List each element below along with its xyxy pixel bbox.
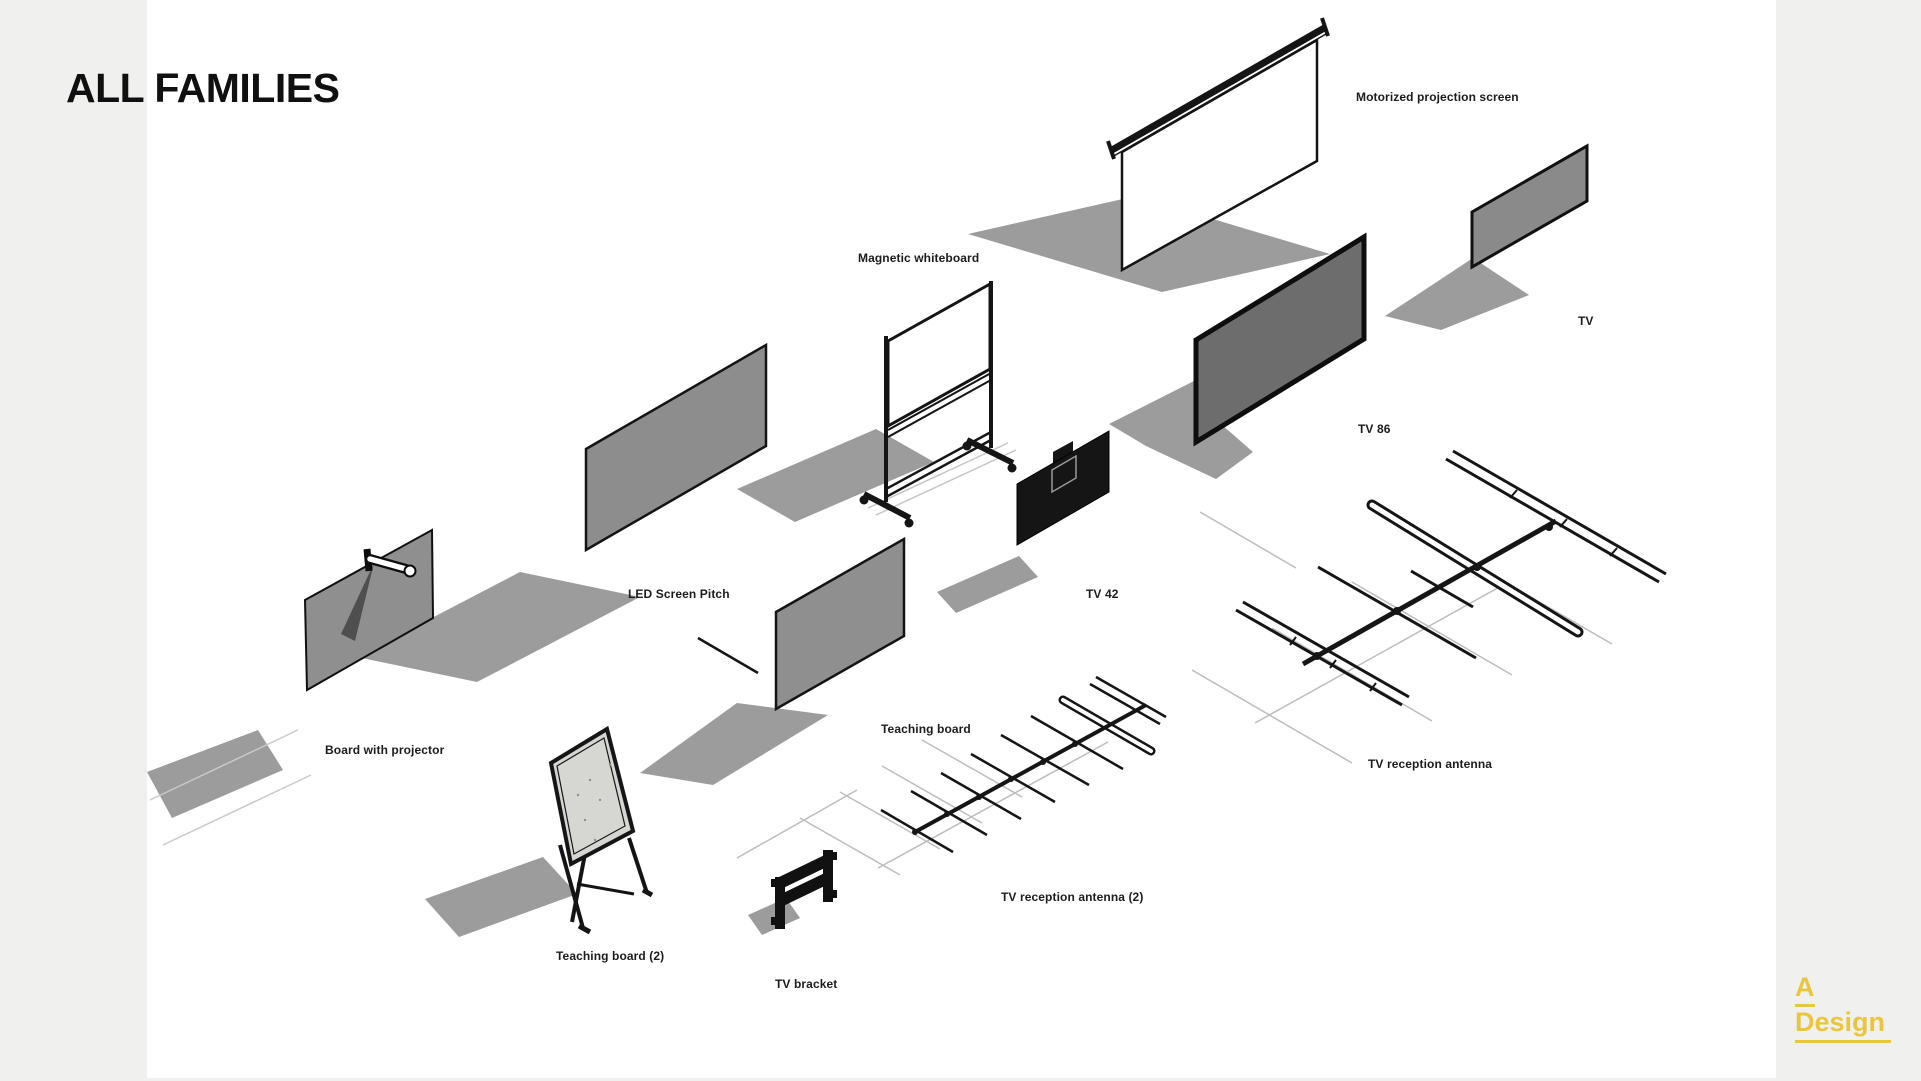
family-tv-reception-antenna-2 — [697, 636, 1167, 876]
family-label-board-with-projector: Board with projector — [325, 743, 445, 757]
family-label-tv: TV — [1578, 314, 1594, 328]
family-magnetic-whiteboard — [737, 281, 1017, 528]
family-label-tv-bracket: TV bracket — [775, 977, 838, 991]
a-design-logo[interactable]: A Design — [1795, 972, 1892, 1043]
family-tv-bracket — [748, 850, 837, 935]
family-tv-42 — [937, 430, 1110, 613]
a-design-logo-line1: A — [1795, 972, 1815, 1008]
family-label-tv-42: TV 42 — [1086, 587, 1119, 601]
family-motorized-projection-screen — [968, 17, 1330, 292]
family-label-magnetic-whiteboard: Magnetic whiteboard — [858, 251, 980, 265]
family-tv-reception-antenna — [1191, 449, 1667, 764]
family-label-motorized-projection-screen: Motorized projection screen — [1356, 90, 1519, 104]
family-label-tv-reception-antenna: TV reception antenna — [1368, 757, 1493, 771]
family-label-tv-reception-antenna-2: TV reception antenna (2) — [1001, 890, 1144, 904]
family-teaching-board — [640, 536, 906, 785]
family-label-teaching-board: Teaching board — [881, 722, 971, 736]
page-title: ALL FAMILIES — [66, 65, 340, 112]
family-board-with-projector — [147, 528, 435, 846]
family-tv-86 — [1109, 232, 1367, 479]
family-label-teaching-board-2: Teaching board (2) — [556, 949, 665, 963]
family-label-tv-86: TV 86 — [1358, 422, 1391, 436]
a-design-logo-line2: Design — [1795, 1007, 1892, 1043]
family-label-led-screen-pitch: LED Screen Pitch — [628, 587, 730, 601]
family-led-screen-pitch — [357, 342, 768, 682]
family-teaching-board-2 — [425, 725, 654, 937]
family-tv — [1385, 143, 1589, 330]
